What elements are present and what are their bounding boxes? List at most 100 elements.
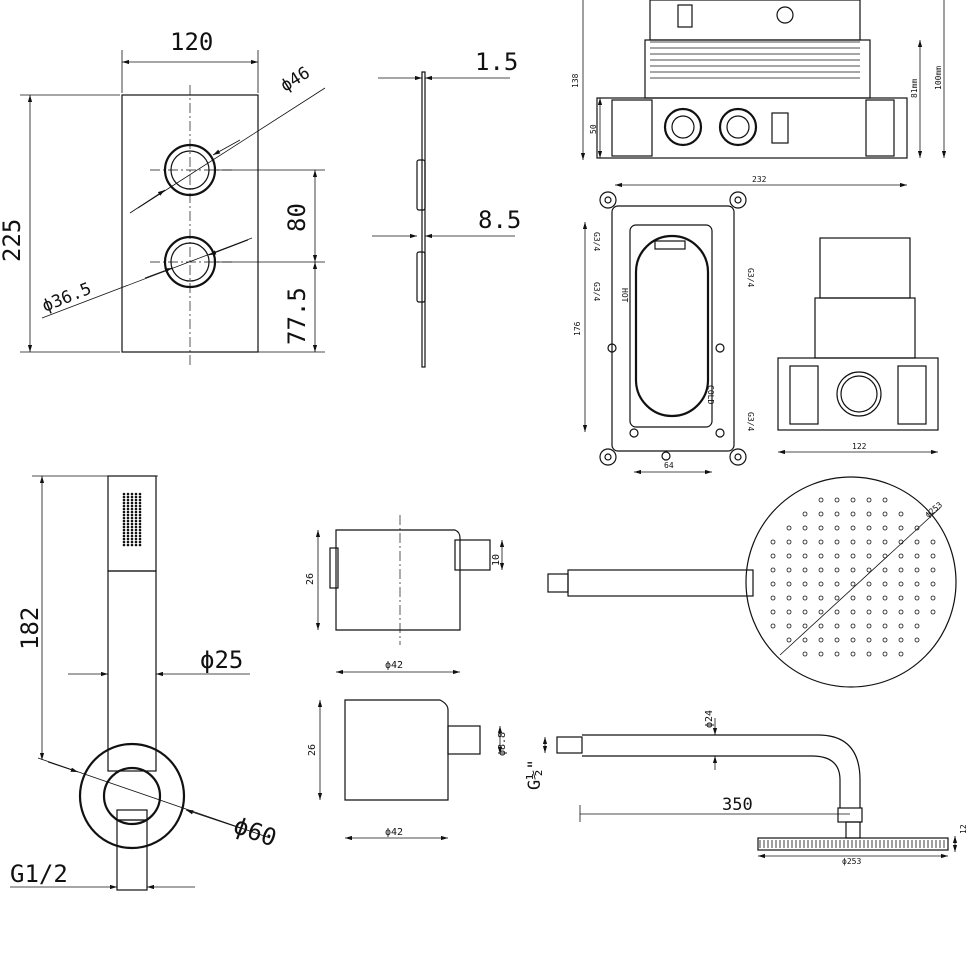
knob-upper-stem-label: 10 (491, 554, 502, 566)
nozzle-hole (866, 553, 872, 559)
spray-dot (134, 540, 138, 544)
nozzle-hole (786, 623, 792, 629)
knob-upper-height-label: 26 (305, 573, 316, 585)
nozzle-hole (930, 609, 936, 615)
spray-dot (122, 495, 126, 499)
inlet-right-2: G3/4 (746, 412, 755, 431)
spray-dot (122, 516, 126, 520)
spray-dot (130, 525, 134, 529)
nozzle-hole (818, 553, 824, 559)
knob-lower-stem-label: ϕ8.8 (497, 732, 508, 756)
spray-dot (134, 528, 138, 532)
nozzle-hole (866, 539, 872, 545)
spray-dot (126, 507, 130, 511)
arm-pipe-diameter-label: ϕ24 (704, 710, 715, 728)
nozzle-hole (898, 623, 904, 629)
spray-dot (130, 528, 134, 532)
nozzle-hole (802, 595, 808, 601)
nozzle-hole (930, 581, 936, 587)
spray-dot (122, 525, 126, 529)
knob-lower-diameter-label: ϕ42 (385, 827, 403, 838)
hand-shower-view: 182 ϕ25 ϕ60 G1/2 (10, 475, 280, 891)
knob-depth-label: 8.5 (478, 206, 521, 234)
nozzle-hole (818, 525, 824, 531)
spray-dot (130, 534, 134, 538)
knob-spacing-label: 80 (283, 203, 311, 232)
spray-dot (122, 498, 126, 502)
spray-dot (134, 501, 138, 505)
box-top-view: 176 64 G3/4 G3/4 G3/4 G3/4 HOT COLD (573, 191, 755, 475)
spray-dot (134, 507, 138, 511)
nozzle-hole (818, 567, 824, 573)
hand-shower-thread-label: G1/2 (10, 860, 68, 888)
spray-dot (126, 498, 130, 502)
spray-dot (138, 492, 142, 496)
spray-dot (122, 504, 126, 508)
box-top-height-label: 176 (573, 321, 582, 336)
nozzle-hole (802, 553, 808, 559)
nozzle-hole (914, 623, 920, 629)
hot-label: HOT (620, 288, 629, 303)
spray-dot (134, 513, 138, 517)
nozzle-hole (834, 595, 840, 601)
nozzle-hole (914, 581, 920, 587)
nozzle-hole (866, 581, 872, 587)
spray-dot (138, 519, 142, 523)
nozzle-hole (882, 567, 888, 573)
nozzle-hole (866, 595, 872, 601)
nozzle-hole (914, 609, 920, 615)
nozzle-hole (770, 595, 776, 601)
spray-dot (130, 516, 134, 520)
spray-dot (134, 516, 138, 520)
nozzle-hole (914, 525, 920, 531)
spray-dot (134, 522, 138, 526)
nozzle-hole (770, 609, 776, 615)
nozzle-hole (914, 567, 920, 573)
hand-shower-diameter-label: ϕ25 (200, 646, 243, 674)
spray-dot (134, 504, 138, 508)
nozzle-hole (882, 637, 888, 643)
nozzle-hole (802, 651, 808, 657)
nozzle-hole (834, 553, 840, 559)
spray-dot (122, 528, 126, 532)
knob-lower-height-label: 26 (307, 744, 318, 756)
nozzle-hole (898, 651, 904, 657)
nozzle-hole (882, 539, 888, 545)
nozzle-hole (850, 567, 856, 573)
spray-dot (130, 501, 134, 505)
box-hole-width-label: 64 (664, 461, 674, 470)
spray-dot (130, 519, 134, 523)
nozzle-hole (914, 539, 920, 545)
box-side-view: 122 (777, 237, 939, 455)
nozzle-hole (786, 539, 792, 545)
spray-dot (126, 510, 130, 514)
nozzle-hole (770, 539, 776, 545)
spray-dot (134, 495, 138, 499)
spray-dot (134, 498, 138, 502)
nozzle-hole (850, 609, 856, 615)
nozzle-hole (802, 511, 808, 517)
spray-dot (122, 543, 126, 547)
nozzle-hole (898, 595, 904, 601)
spray-dot (130, 537, 134, 541)
spray-dot (126, 534, 130, 538)
nozzle-hole (850, 595, 856, 601)
nozzle-hole (866, 623, 872, 629)
spray-dot (122, 522, 126, 526)
spray-dot (130, 531, 134, 535)
nozzle-hole (882, 651, 888, 657)
cold-label: COLD (706, 385, 715, 404)
nozzle-hole (914, 553, 920, 559)
spray-dot (126, 522, 130, 526)
spray-dot (126, 537, 130, 541)
spray-dot (138, 510, 142, 514)
nozzle-hole (930, 595, 936, 601)
spray-dot (122, 492, 126, 496)
spray-dot (138, 507, 142, 511)
inlet-left-1: G3/4 (592, 232, 601, 251)
nozzle-hole (834, 539, 840, 545)
spray-dot (126, 540, 130, 544)
nozzle-hole (818, 609, 824, 615)
nozzle-hole (850, 623, 856, 629)
nozzle-hole (850, 581, 856, 587)
